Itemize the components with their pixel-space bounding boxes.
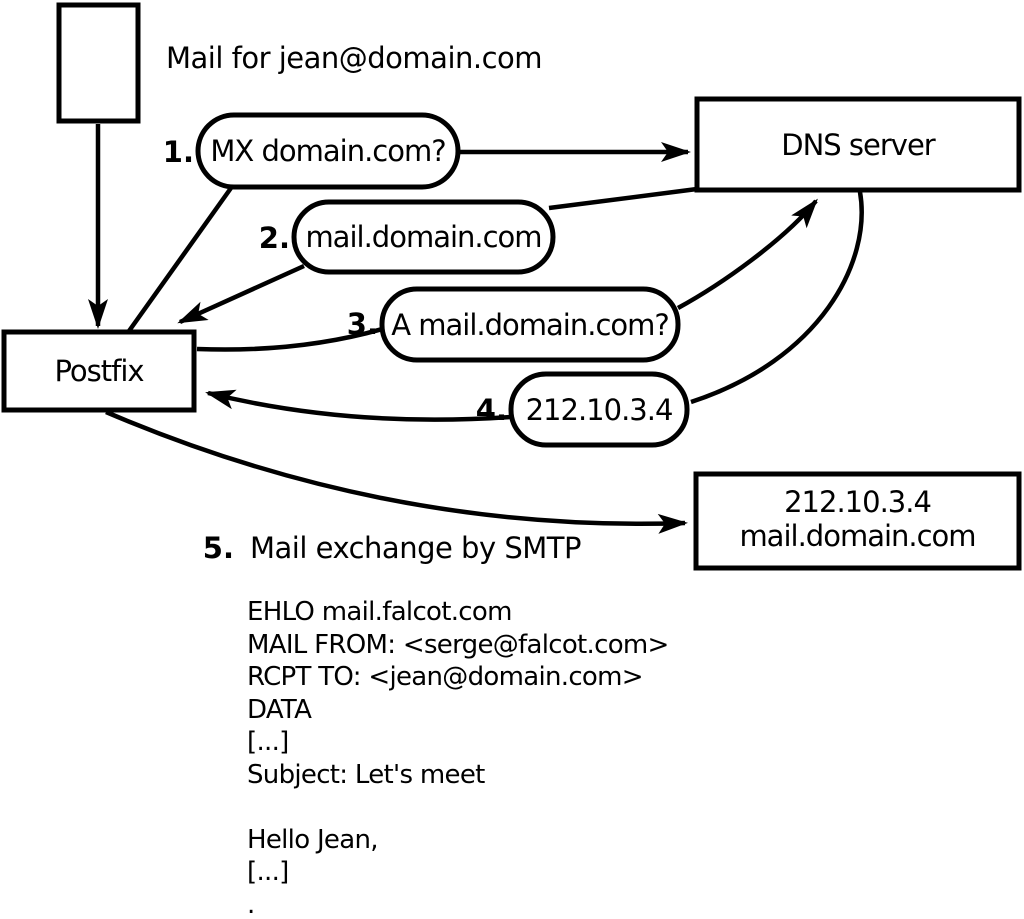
mailserver-ip: 212.10.3.4 (784, 485, 932, 519)
postfix-node-box (1, 329, 197, 413)
arrow-reply2-to-postfix (177, 263, 305, 325)
pill-reply-a (508, 371, 690, 448)
pill-reply-mx-label: mail.domain.com (305, 220, 542, 254)
step-2-number: 2. (258, 221, 290, 255)
mailserver-node-box (693, 471, 1022, 571)
step-5-label: Mail exchange by SMTP (250, 531, 581, 565)
mailserver-hostname: mail.domain.com (739, 519, 976, 553)
line-postfix-to-query1 (127, 186, 233, 333)
line-dns-to-reply4 (690, 191, 864, 405)
pill-query-a (379, 286, 681, 363)
pill-reply-mx (291, 199, 556, 275)
dns-server-node-label: DNS server (781, 127, 935, 162)
line-postfix-to-query3 (196, 325, 387, 352)
smtp-session-text: EHLO mail.falcot.com MAIL FROM: <serge@f… (247, 597, 669, 919)
mailserver-node-label: 212.10.3.4 mail.domain.com (696, 472, 1019, 566)
arrow-postfix-to-mailserver (105, 409, 688, 534)
step-4-number: 4. (475, 393, 507, 427)
postfix-node-label: Postfix (54, 354, 144, 388)
pill-reply-a-label: 212.10.3.4 (525, 392, 674, 427)
step-3-number: 3. (346, 307, 378, 341)
step-5-number: 5. (202, 531, 234, 565)
line-dns-to-reply2 (548, 186, 698, 211)
diagram-title: Mail for jean@domain.com (166, 41, 543, 75)
step-1-number: 1. (162, 135, 194, 169)
arrow-query3-to-dns (676, 198, 818, 310)
mail-message-icon (56, 2, 141, 124)
arrow-reply4-to-postfix (205, 389, 511, 422)
pill-query-mx (195, 112, 461, 190)
pill-query-mx-label: MX domain.com? (210, 134, 446, 168)
dns-server-node-box (694, 96, 1022, 193)
pill-query-a-label: A mail.domain.com? (391, 307, 670, 342)
